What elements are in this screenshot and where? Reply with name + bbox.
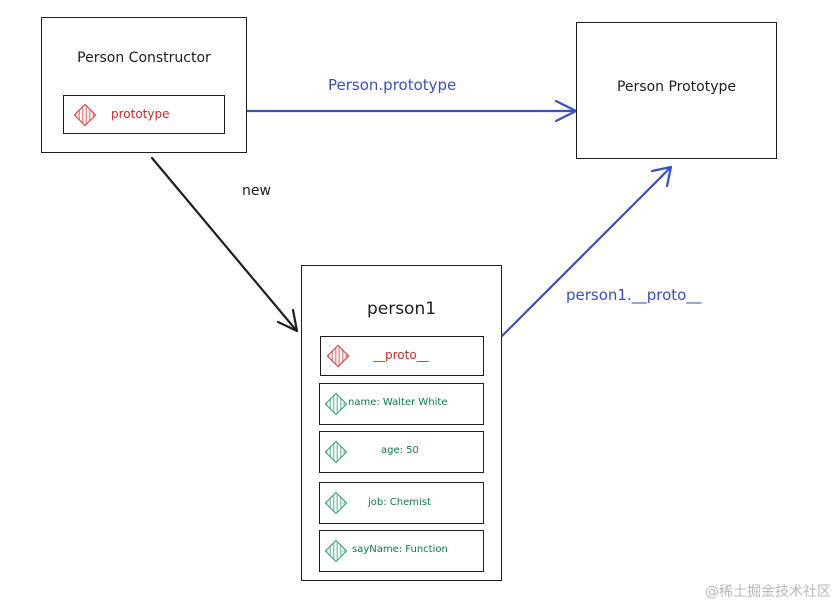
field-label: prototype (111, 107, 170, 121)
hatched-diamond-icon (324, 392, 348, 416)
field-job[interactable]: job: Chemist (319, 482, 484, 524)
edge-constructor-to-instance (150, 156, 299, 333)
edge-constructor-to-prototype (222, 99, 578, 123)
edge-label-person1-proto: person1.__proto__ (566, 286, 702, 304)
person-constructor-box[interactable]: Person Constructor prototype (41, 17, 247, 153)
hatched-diamond-icon (324, 491, 348, 515)
hatched-diamond-icon (324, 440, 348, 464)
edge-label-person-prototype: Person.prototype (328, 76, 457, 94)
hatched-diamond-icon (324, 539, 348, 563)
field-label: age: 50 (381, 445, 419, 456)
field-sayname[interactable]: sayName: Function (319, 530, 484, 572)
person1-box[interactable]: person1 __proto__ name: Walter White age… (301, 265, 502, 581)
field-label: sayName: Function (352, 544, 448, 555)
field-name[interactable]: name: Walter White (319, 383, 484, 425)
field-label: __proto__ (373, 348, 429, 362)
watermark: @稀土掘金技术社区 (705, 584, 831, 600)
edge-instance-to-prototype (479, 165, 673, 359)
hatched-diamond-icon (326, 344, 350, 368)
field-prototype[interactable]: prototype (63, 95, 225, 134)
field-age[interactable]: age: 50 (319, 431, 484, 473)
box-title: Person Constructor (77, 50, 211, 66)
box-title: Person Prototype (616, 79, 737, 95)
hatched-diamond-icon (73, 103, 97, 127)
field-label: job: Chemist (368, 497, 431, 508)
box-title: person1 (366, 299, 437, 319)
person-prototype-box[interactable]: Person Prototype (576, 22, 777, 159)
field-label: name: Walter White (348, 397, 448, 408)
field-proto[interactable]: __proto__ (320, 336, 484, 376)
edge-label-new: new (242, 183, 271, 199)
